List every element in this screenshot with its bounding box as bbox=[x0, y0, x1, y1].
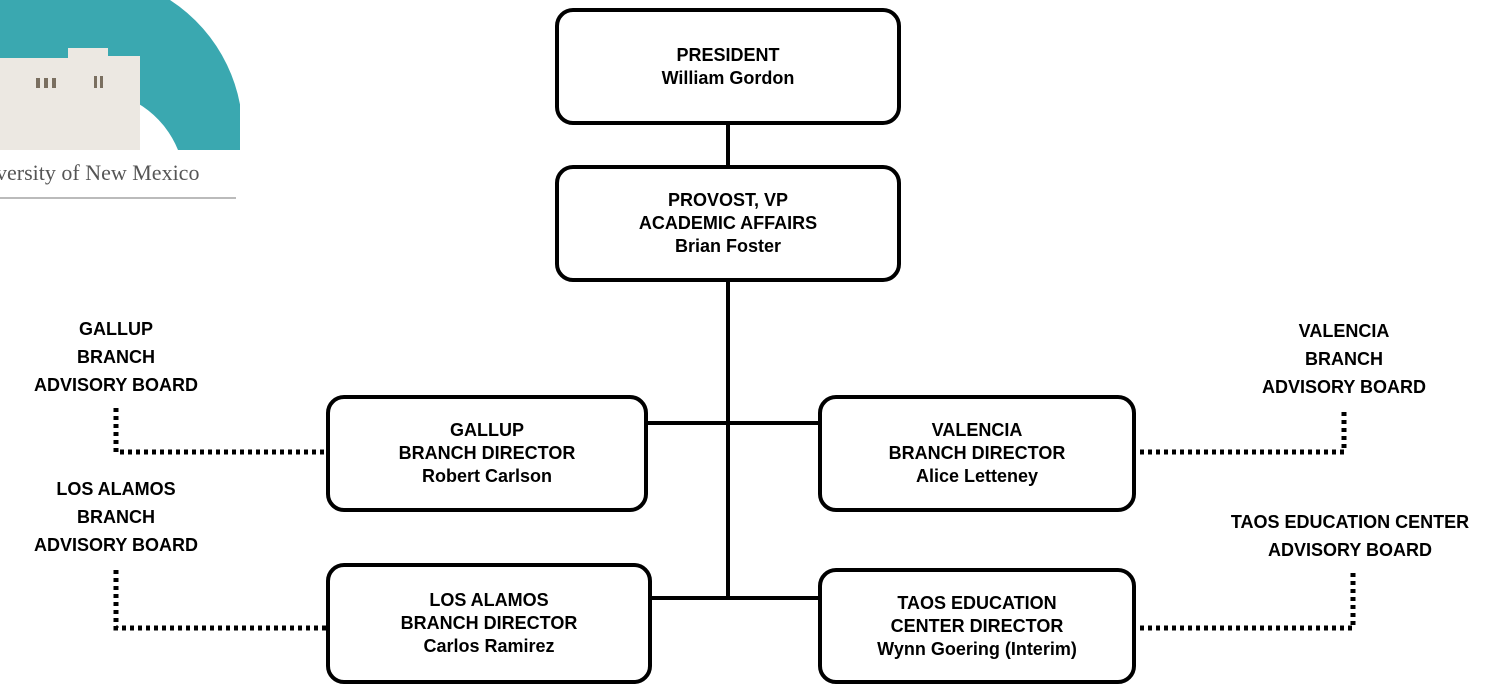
gallup-director-line2: BRANCH DIRECTOR bbox=[398, 443, 576, 463]
gallup-advisory-board: GALLUP BRANCH ADVISORY BOARD bbox=[33, 319, 199, 395]
taos-director-line2: CENTER DIRECTOR bbox=[890, 615, 1064, 636]
los-alamos-director-line2: BRANCH DIRECTOR bbox=[400, 613, 578, 633]
taos-director-name: Wynn Goering (Interim) bbox=[877, 638, 1077, 659]
logo-text: versity of New Mexico bbox=[0, 160, 200, 185]
provost-name: Brian Foster bbox=[674, 236, 782, 256]
valencia-director-line2: BRANCH DIRECTOR bbox=[888, 443, 1066, 463]
valencia-advisory-line bbox=[1140, 408, 1347, 455]
gallup-director-line1: GALLUP bbox=[450, 420, 524, 440]
valencia-advisory-board: VALENCIA BRANCH ADVISORY BOARD bbox=[1261, 321, 1427, 397]
provost-box: PROVOST, VP ACADEMIC AFFAIRS Brian Foste… bbox=[555, 165, 901, 282]
president-title: PRESIDENT bbox=[676, 44, 780, 65]
gallup-advisory-line bbox=[113, 408, 328, 455]
los-alamos-director-name: Carlos Ramirez bbox=[423, 636, 555, 656]
gallup-director-name: Robert Carlson bbox=[421, 466, 553, 486]
advisory-dotted-lines bbox=[113, 408, 1356, 631]
los-alamos-director-line1: LOS ALAMOS bbox=[429, 590, 549, 610]
valencia-director-name: Alice Letteney bbox=[915, 466, 1039, 486]
unm-logo: versity of New Mexico bbox=[0, 0, 240, 210]
provost-title-line1: PROVOST, VP bbox=[667, 190, 789, 210]
taos-advisory-board: TAOS EDUCATION CENTER ADVISORY BOARD bbox=[1230, 512, 1470, 560]
taos-director-box: TAOS EDUCATION CENTER DIRECTOR Wynn Goer… bbox=[818, 568, 1136, 684]
los-alamos-director-box: LOS ALAMOS BRANCH DIRECTOR Carlos Ramire… bbox=[326, 563, 652, 684]
logo-graphic bbox=[0, 0, 240, 199]
president-name: William Gordon bbox=[661, 67, 795, 88]
logo-building bbox=[0, 48, 140, 150]
gallup-director-box: GALLUP BRANCH DIRECTOR Robert Carlson bbox=[326, 395, 648, 512]
taos-director-line1: TAOS EDUCATION bbox=[897, 592, 1057, 613]
los-alamos-advisory-line bbox=[113, 570, 328, 631]
los-alamos-advisory-board: LOS ALAMOS BRANCH ADVISORY BOARD bbox=[33, 479, 199, 555]
taos-advisory-line bbox=[1140, 570, 1356, 631]
valencia-director-box: VALENCIA BRANCH DIRECTOR Alice Letteney bbox=[818, 395, 1136, 512]
valencia-director-line1: VALENCIA bbox=[931, 420, 1023, 440]
provost-title-line2: ACADEMIC AFFAIRS bbox=[638, 213, 818, 233]
president-box: PRESIDENT William Gordon bbox=[555, 8, 901, 125]
